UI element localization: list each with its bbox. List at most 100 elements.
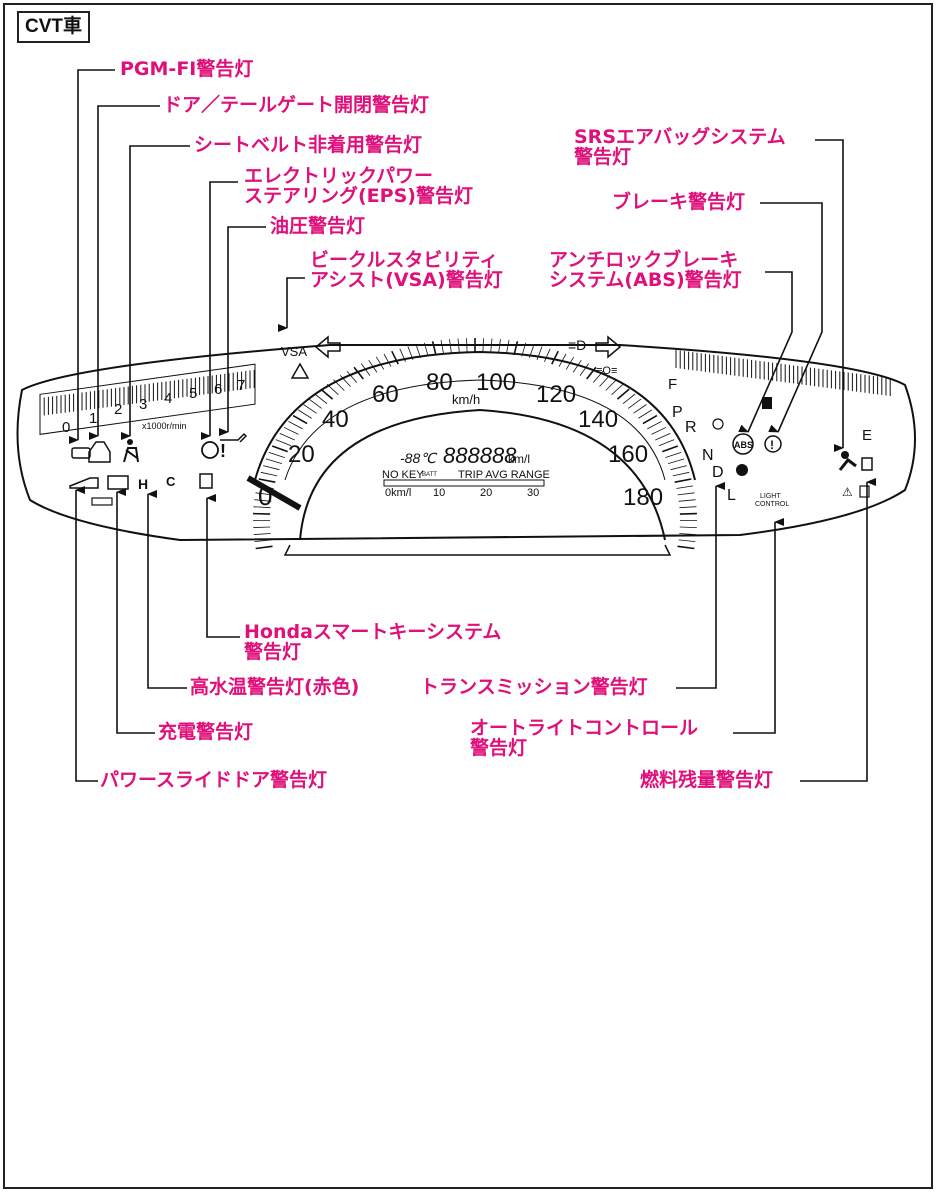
gear-d: D xyxy=(712,464,724,481)
right-turn-icon xyxy=(595,335,622,359)
srs-airbag-icon xyxy=(838,451,857,471)
label-charge: 充電警告灯 xyxy=(158,721,254,743)
label-transmission: トランスミッション警告灯 xyxy=(420,676,648,698)
battery-icon xyxy=(107,475,129,490)
tach-4: 4 xyxy=(164,390,172,407)
label-vsa-2: アシスト(VSA)警告灯 xyxy=(310,269,503,291)
parking-icon xyxy=(859,485,870,498)
leader-eps xyxy=(201,181,238,440)
speed-80: 80 xyxy=(426,369,453,396)
tach-6: 6 xyxy=(214,381,222,398)
light-control-1: LIGHT xyxy=(760,493,781,500)
tach-1: 1 xyxy=(89,410,97,427)
eps-steering-icon xyxy=(201,441,219,459)
lcd-status: NO KEY xyxy=(382,469,424,481)
left-turn-icon xyxy=(314,335,341,359)
leader-autolight xyxy=(733,518,784,734)
speed-100: 100 xyxy=(476,369,516,396)
sport-mode-icon xyxy=(736,464,748,476)
speedo-arc-outer xyxy=(254,350,696,481)
leader-smartkey xyxy=(206,494,240,638)
low-fuel-icon xyxy=(861,457,873,471)
speedo-numbers: 0 20 40 60 80 100 120 140 160 180 km/h xyxy=(258,369,663,511)
page-frame xyxy=(3,3,933,1189)
leader-abs xyxy=(738,271,793,433)
cluster-outline xyxy=(16,344,916,542)
leader-pgm-fi xyxy=(69,69,115,444)
speed-20: 20 xyxy=(288,441,315,468)
label-fuel: 燃料残量警告灯 xyxy=(640,769,774,791)
pgm-fi-icon xyxy=(71,447,91,459)
cruise-indicator-icon xyxy=(712,418,724,430)
door-open-icon xyxy=(88,441,111,463)
tach-7: 7 xyxy=(237,377,245,394)
oil-pressure-icon xyxy=(220,432,248,443)
gear-p: P xyxy=(672,404,683,421)
fog-light-icon: ≡O≡ xyxy=(596,365,617,377)
svg-text:!: ! xyxy=(770,438,774,452)
label-smartkey-1: Hondaスマートキーシステム xyxy=(244,621,502,643)
key-system-icon xyxy=(199,473,213,489)
speedo-tick-marks xyxy=(253,338,697,550)
svg-text:ABS: ABS xyxy=(734,440,753,450)
hazard-icon xyxy=(290,362,310,379)
label-eps-1: エレクトリックパワー xyxy=(244,165,434,187)
leader-temp xyxy=(147,490,187,689)
label-slide-door: パワースライドドア警告灯 xyxy=(100,769,328,791)
gear-n: N xyxy=(702,447,714,464)
speedo-needle xyxy=(246,475,302,511)
label-srs-2: 警告灯 xyxy=(574,146,632,168)
leader-oil xyxy=(219,226,266,436)
lcd-scale-0: 0km/l xyxy=(385,487,411,499)
tach-numbers: 0 1 2 3 4 5 6 7 x1000r/min xyxy=(62,377,245,436)
center-hub xyxy=(299,408,666,541)
label-eps-2: ステアリング(EPS)警告灯 xyxy=(244,185,473,207)
label-srs-1: SRSエアバッグシステム xyxy=(574,126,786,148)
label-abs-1: アンチロックブレーキ xyxy=(549,249,739,271)
smartkey-icon xyxy=(91,497,113,506)
speed-unit: km/h xyxy=(452,392,480,407)
light-control-2: CONTROL xyxy=(755,501,789,508)
label-autolight-2: 警告灯 xyxy=(470,737,528,759)
fuel-bar-segments xyxy=(675,350,891,397)
lcd-scale-30: 30 xyxy=(527,487,539,499)
low-temp-icon: C xyxy=(166,474,176,489)
gear-r: R xyxy=(685,419,697,436)
lcd-temp: -88℃ xyxy=(400,450,438,466)
label-abs-2: システム(ABS)警告灯 xyxy=(549,269,742,291)
leader-slide-door xyxy=(75,486,98,782)
high-temp-icon: H xyxy=(138,476,148,492)
label-pgm-fi: PGM-FI警告灯 xyxy=(120,58,254,80)
leader-srs xyxy=(815,139,844,452)
leader-lines xyxy=(69,69,876,782)
tach-unit: x1000r/min xyxy=(142,421,187,431)
tach-0: 0 xyxy=(62,419,70,436)
lcd-odo: 888888 xyxy=(443,443,517,468)
abs-warning-icon: ABS xyxy=(732,433,754,455)
leader-vsa xyxy=(278,277,305,332)
leader-brake xyxy=(760,202,823,433)
tach-2: 2 xyxy=(114,401,122,418)
label-oil: 油圧警告灯 xyxy=(270,215,366,237)
speed-60: 60 xyxy=(372,381,399,408)
tach-3: 3 xyxy=(139,396,147,413)
eps-exclaim-icon: ! xyxy=(220,441,226,461)
speed-40: 40 xyxy=(322,406,349,433)
slide-door-icon xyxy=(69,477,99,489)
speed-180: 180 xyxy=(623,484,663,511)
label-seatbelt: シートベルト非着用警告灯 xyxy=(194,134,423,156)
brake-warning-icon: ! xyxy=(764,435,782,453)
speed-160: 160 xyxy=(608,441,648,468)
leader-seatbelt xyxy=(121,145,190,440)
tach-5: 5 xyxy=(189,385,197,402)
label-smartkey-2: 警告灯 xyxy=(244,641,302,663)
leader-fuel xyxy=(800,478,876,782)
speed-140: 140 xyxy=(578,406,618,433)
label-autolight-1: オートライトコントロール xyxy=(470,717,699,739)
label-door: ドア／テールゲート開閉警告灯 xyxy=(163,94,430,116)
cvt-badge: CVT車 xyxy=(17,11,91,43)
leader-transmission xyxy=(676,482,725,689)
label-brake: ブレーキ警告灯 xyxy=(612,191,746,213)
lcd-scale-20: 20 xyxy=(480,487,492,499)
leader-door xyxy=(89,105,160,440)
